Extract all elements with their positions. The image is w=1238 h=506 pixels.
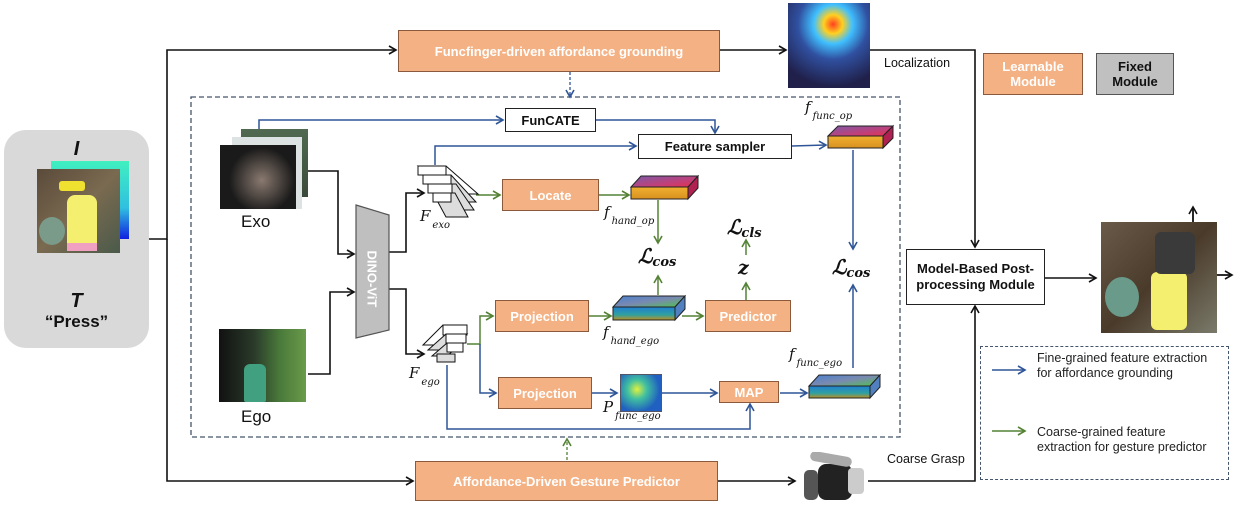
- feature-pyramid-ego: [421, 324, 469, 363]
- loss-cls-sub: cls: [741, 226, 762, 241]
- robot-hand-icon: [800, 452, 866, 506]
- exo-image-icon: [220, 145, 296, 209]
- loss-cos-left: ℒcos: [638, 244, 677, 270]
- f-func-ego-label: ffunc_ego: [789, 345, 842, 369]
- dino-vit-label: DINO-ViT: [364, 250, 380, 308]
- locate-module[interactable]: Locate: [502, 179, 599, 211]
- f-hand-op-main: f: [604, 203, 610, 221]
- ego-label: Ego: [241, 407, 272, 426]
- fixed-module-key: Fixed Module: [1096, 53, 1174, 95]
- f-func-op-label: ffunc_op: [805, 98, 852, 122]
- f-func-ego-main: f: [789, 345, 795, 363]
- predictor-module[interactable]: Predictor: [705, 300, 791, 332]
- latent-z: z: [738, 257, 749, 279]
- loss-cos-left-sub: cos: [652, 255, 677, 270]
- loss-cos-right-main: ℒ: [832, 255, 847, 279]
- loss-cos-right: ℒcos: [832, 255, 871, 281]
- post-processing-module[interactable]: Model-Based Post-processing Module: [906, 249, 1045, 305]
- projection-top-module[interactable]: Projection: [495, 300, 589, 332]
- feature-sampler-module[interactable]: Feature sampler: [638, 134, 792, 159]
- loss-cos-left-main: ℒ: [638, 244, 653, 268]
- f-hand-op-label: fhand_op: [604, 203, 654, 227]
- spray-bottle-photo-icon: [37, 169, 120, 253]
- text-prompt: “Press”: [44, 312, 109, 331]
- f-hand-ego-main: f: [603, 323, 609, 341]
- projection-bottom-module[interactable]: Projection: [498, 377, 592, 409]
- f-hand-ego-sub: hand_ego: [610, 336, 660, 347]
- f-exo-label: Fexo: [420, 207, 450, 231]
- loss-cls-main: ℒ: [727, 215, 742, 239]
- loss-cls: ℒcls: [727, 215, 762, 241]
- f-ego-main: F: [409, 364, 420, 382]
- affordance-heatmap-icon: [788, 3, 870, 88]
- learnable-module-key: Learnable Module: [983, 53, 1083, 95]
- f-hand-op-slab: [629, 174, 700, 201]
- ego-image-icon: [219, 329, 306, 402]
- f-hand-ego-slab: [611, 294, 687, 322]
- f-func-op-slab: [826, 124, 895, 150]
- p-func-ego-label: Pfunc_ego: [603, 398, 661, 422]
- text-symbol: T: [70, 290, 83, 312]
- p-func-ego-sub: func_ego: [615, 411, 661, 422]
- funcfinger-module[interactable]: Funcfinger-driven affordance grounding: [398, 30, 720, 72]
- legend-blue-label: Fine-grained feature extraction for affo…: [1037, 351, 1208, 380]
- f-exo-main: F: [420, 207, 431, 225]
- input-panel: I T “Press”: [4, 130, 149, 348]
- gesture-predictor-module[interactable]: Affordance-Driven Gesture Predictor: [415, 461, 718, 501]
- f-func-op-sub: func_op: [812, 111, 853, 122]
- f-func-ego-sub: func_ego: [796, 358, 843, 369]
- loss-cos-right-sub: cos: [846, 266, 871, 281]
- legend: Fine-grained feature extraction for affo…: [980, 346, 1229, 480]
- f-ego-sub: ego: [421, 377, 440, 388]
- p-func-ego-heatmap-icon: [620, 374, 662, 412]
- image-symbol: I: [73, 138, 80, 160]
- exo-label: Exo: [241, 212, 271, 231]
- f-hand-ego-label: fhand_ego: [603, 323, 659, 347]
- f-exo-sub: exo: [432, 220, 450, 231]
- feature-pyramid-exo: [416, 165, 480, 218]
- f-hand-op-sub: hand_op: [611, 216, 655, 227]
- f-func-op-main: f: [805, 98, 811, 116]
- grasp-result-photo-icon: [1101, 222, 1217, 333]
- dino-vit-block: [355, 204, 390, 339]
- funcate-module[interactable]: FunCATE: [505, 108, 596, 132]
- coarse-grasp-label: Coarse Grasp: [887, 452, 965, 466]
- localization-label: Localization: [884, 56, 951, 70]
- f-ego-label: Fego: [409, 364, 440, 388]
- p-func-ego-main: P: [603, 398, 614, 416]
- f-func-ego-slab: [807, 373, 882, 400]
- legend-green-label: Coarse-grained feature extraction for ge…: [1037, 425, 1207, 454]
- map-module[interactable]: MAP: [719, 381, 779, 403]
